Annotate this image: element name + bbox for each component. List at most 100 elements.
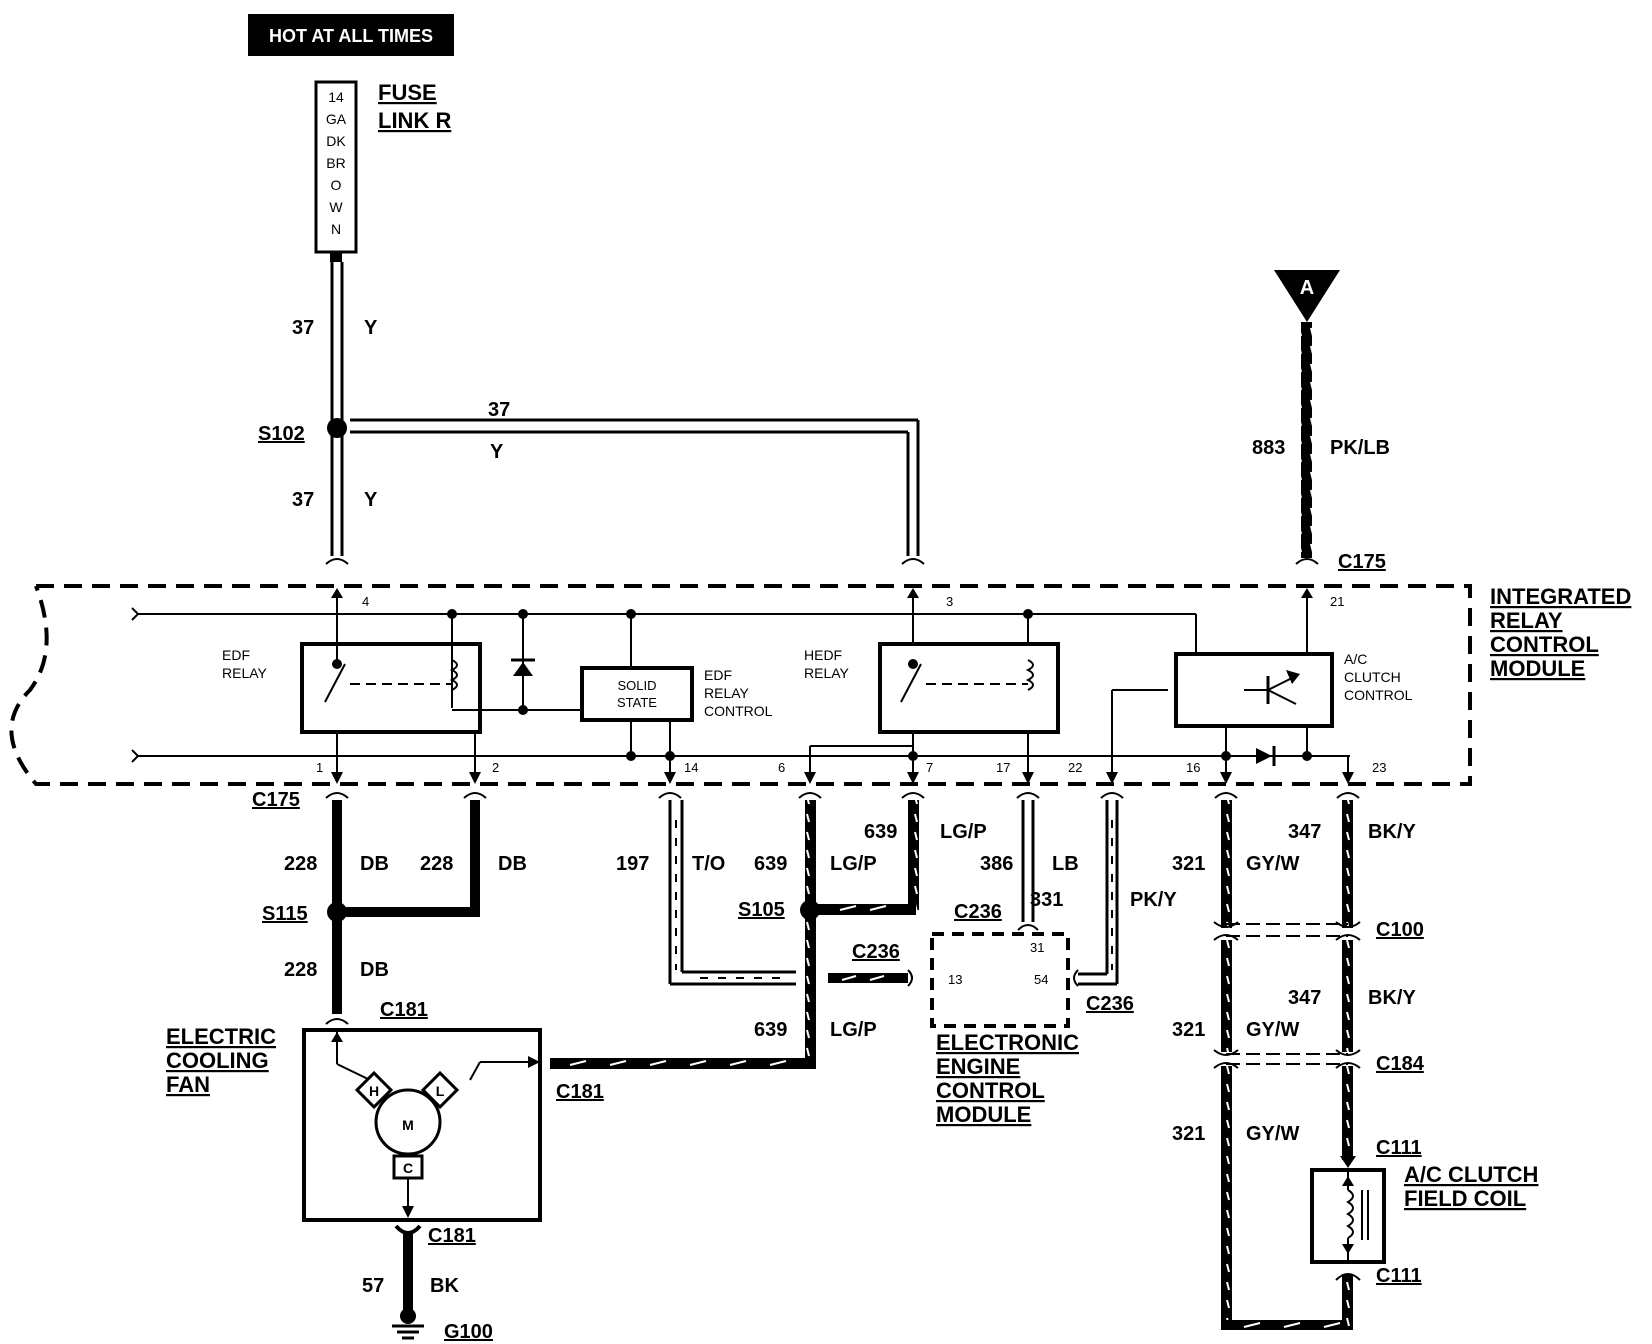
c175-pin3-top — [901, 558, 925, 565]
wire-228-circuit-c: 228 — [284, 959, 317, 981]
c181-bottom-label: C181 — [428, 1225, 476, 1247]
splice-s115-label: S115 — [262, 903, 308, 925]
pin-22: 22 — [1068, 760, 1082, 775]
c184-connector — [1213, 1049, 1361, 1069]
pin-7: 7 — [926, 760, 933, 775]
fan-label-3: FAN — [166, 1072, 210, 1097]
pin-21: 21 — [1330, 594, 1344, 609]
splice-s115 — [327, 902, 347, 922]
c181-top-label: C181 — [380, 999, 428, 1021]
wire-197 — [668, 800, 796, 986]
pin-1: 1 — [316, 760, 323, 775]
wire-57-circuit: 57 — [362, 1275, 384, 1297]
wire-321-color-c: GY/W — [1246, 1123, 1299, 1145]
edf-relay-control-label-1: EDF — [704, 667, 732, 683]
ground-symbol — [392, 1308, 424, 1340]
splice-s102 — [327, 418, 347, 438]
node-a-marker: A — [1274, 270, 1340, 322]
wire-37-color-low: Y — [364, 489, 378, 511]
wire-331-color: PK/Y — [1130, 889, 1177, 911]
wire-639 — [550, 800, 919, 1069]
splice-s105-label: S105 — [738, 899, 785, 921]
module-internal-wiring — [131, 588, 1354, 784]
wire-321-circuit-a: 321 — [1172, 853, 1205, 875]
svg-text:31: 31 — [1030, 940, 1044, 955]
wire-639-color-b: LG/P — [940, 821, 987, 843]
pin-2: 2 — [492, 760, 499, 775]
svg-text:13: 13 — [948, 972, 962, 987]
ac-coil-label-2: FIELD COIL — [1404, 1186, 1526, 1211]
ac-coil-label-1: A/C CLUTCH — [1404, 1162, 1538, 1187]
wire-386-color: LB — [1052, 853, 1079, 875]
hot-at-all-times-tag: HOT AT ALL TIMES — [248, 14, 454, 56]
svg-text:C: C — [403, 1160, 413, 1176]
fuse-title-1: FUSE — [378, 80, 437, 105]
hedf-relay-label-1: HEDF — [804, 647, 842, 663]
wire-197-color: T/O — [692, 853, 725, 875]
c175-pin4-top — [325, 558, 349, 565]
c111-top-label: C111 — [1376, 1137, 1422, 1159]
fuse-title-2: LINK R — [378, 108, 451, 133]
c175-bottom-pins — [325, 792, 1360, 799]
pin-6: 6 — [778, 760, 785, 775]
wire-639-circuit-a: 639 — [754, 853, 787, 875]
svg-text:A: A — [1300, 277, 1314, 299]
module-title-4: MODULE — [1490, 656, 1585, 681]
wire-347 — [1342, 800, 1353, 1330]
wire-347-circuit-b: 347 — [1288, 987, 1321, 1009]
fan-label-2: COOLING — [166, 1048, 269, 1073]
fan-label-1: ELECTRIC — [166, 1024, 276, 1049]
wire-228-color-a: DB — [360, 853, 389, 875]
eec-label-2: ENGINE — [936, 1054, 1020, 1079]
svg-text:L: L — [436, 1083, 445, 1099]
c175-bottom-label: C175 — [252, 789, 300, 811]
solid-state-block: SOLID STATE — [523, 614, 694, 756]
c100-label: C100 — [1376, 919, 1424, 941]
wire-331 — [1073, 800, 1119, 987]
ac-clutch-field-coil — [1310, 1156, 1386, 1281]
wire-37-circuit-top: 37 — [292, 317, 314, 339]
wire-57-color: BK — [430, 1275, 459, 1297]
wire-347-circuit-a: 347 — [1288, 821, 1321, 843]
edf-relay-label-2: RELAY — [222, 665, 268, 681]
wire-883 — [1301, 322, 1312, 558]
wire-386 — [1017, 800, 1039, 931]
svg-text:54: 54 — [1034, 972, 1048, 987]
wire-321 — [1221, 800, 1353, 1330]
edf-relay-label-1: EDF — [222, 647, 250, 663]
c111-bottom-label: C111 — [1376, 1265, 1422, 1287]
c181-right-label: C181 — [556, 1081, 604, 1103]
wire-883-color: PK/LB — [1330, 437, 1390, 459]
wire-639-color-a: LG/P — [830, 853, 877, 875]
c100-connector — [1213, 921, 1361, 941]
integrated-relay-module-outline — [9, 584, 1472, 786]
edf-relay-control-label-3: CONTROL — [704, 703, 773, 719]
electronic-engine-control-module: 31 13 54 — [930, 932, 1070, 1028]
splice-s105 — [800, 900, 820, 920]
svg-text:SOLID: SOLID — [617, 678, 656, 693]
wire-321-circuit-c: 321 — [1172, 1123, 1205, 1145]
eec-label-3: CONTROL — [936, 1078, 1045, 1103]
wire-639-circuit-b: 639 — [864, 821, 897, 843]
wire-37-color-h: Y — [490, 441, 504, 463]
wire-347-color-b: BK/Y — [1368, 987, 1416, 1009]
wire-321-color-b: GY/W — [1246, 1019, 1299, 1041]
svg-text:DK: DK — [326, 133, 346, 149]
pin-23: 23 — [1372, 760, 1386, 775]
edf-relay-control-label-2: RELAY — [704, 685, 750, 701]
wire-228 — [332, 800, 480, 1014]
wire-228-color-c: DB — [360, 959, 389, 981]
hedf-relay — [878, 642, 1060, 734]
c175-top-label: C175 — [1338, 551, 1386, 573]
module-title-1: INTEGRATED — [1490, 584, 1631, 609]
c236-right-label: C236 — [1086, 993, 1134, 1015]
wire-57 — [394, 1224, 422, 1310]
fuse-link: 14 GA DK BR O W N — [314, 80, 358, 254]
wire-228-circuit-a: 228 — [284, 853, 317, 875]
wire-883-circuit: 883 — [1252, 437, 1285, 459]
svg-text:N: N — [331, 221, 341, 237]
pin-14: 14 — [684, 760, 698, 775]
wire-321-circuit-b: 321 — [1172, 1019, 1205, 1041]
c184-label: C184 — [1376, 1053, 1425, 1075]
